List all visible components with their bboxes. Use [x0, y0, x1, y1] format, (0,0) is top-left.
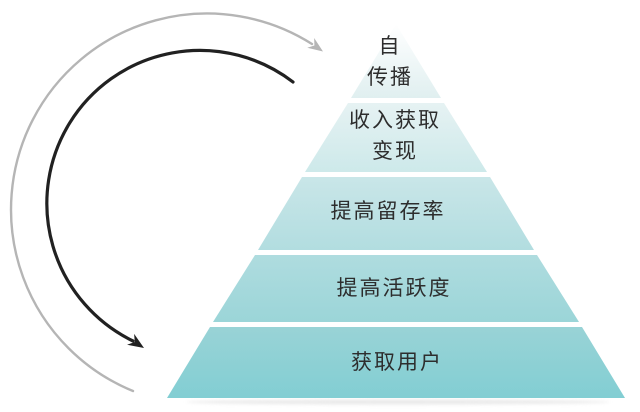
level-label-improve-activity: 提高活跃度: [337, 273, 452, 304]
outer-arrowhead-icon: [307, 37, 323, 52]
level-label-line: 获取用户: [351, 350, 443, 374]
pyramid-level-self-propagation: [351, 24, 441, 98]
level-label-improve-retention: 提高留存率: [331, 196, 446, 227]
level-label-line: 提高活跃度: [336, 276, 452, 300]
level-label-line: 变现: [372, 139, 418, 163]
cycle-arrows: [9, 12, 323, 393]
level-label-line: 提高留存率: [330, 199, 446, 223]
pyramid-level-improve-activity: [213, 255, 579, 322]
pyramid: [167, 24, 625, 398]
level-label-self-propagation: 自 传播: [367, 31, 413, 93]
level-label-acquire-users: 获取用户: [351, 347, 443, 378]
level-label-line: 传播: [367, 65, 413, 89]
pyramid-shadow: [186, 399, 610, 405]
level-label-line: 收入获取: [349, 108, 441, 132]
level-label-revenue-monetization: 收入获取 变现: [349, 105, 441, 167]
pyramid-level-revenue-monetization: [305, 103, 487, 172]
inner-cycle-arrow: [45, 48, 295, 343]
outer-cycle-arrow: [9, 12, 314, 393]
level-label-line: 自: [378, 34, 402, 58]
inner-arrowhead-icon: [127, 333, 144, 348]
pyramid-level-acquire-users: [167, 327, 625, 398]
pyramid-level-improve-retention: [258, 177, 534, 250]
